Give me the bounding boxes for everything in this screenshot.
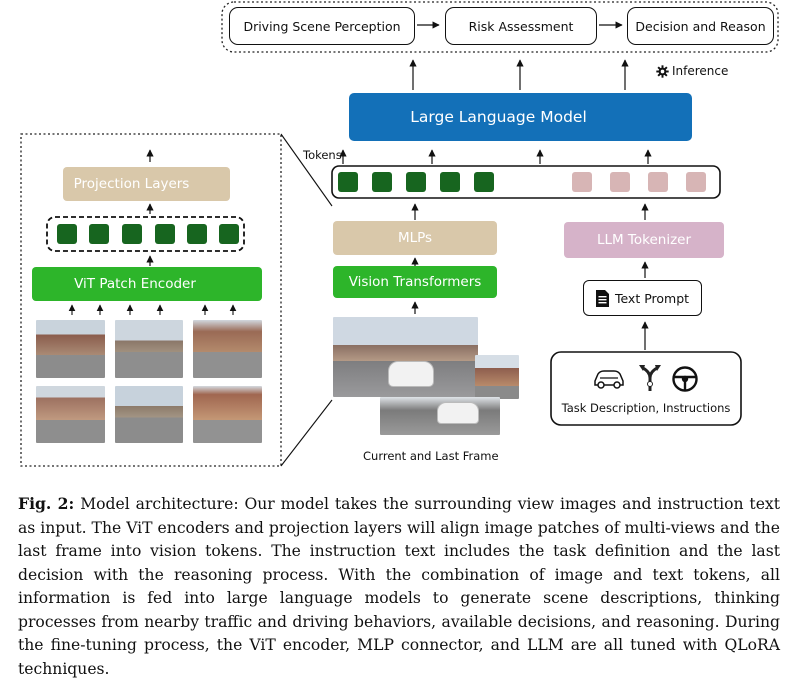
risk-assessment-box: Risk Assessment <box>445 7 597 45</box>
patch-token <box>57 224 77 244</box>
projection-layers-box: Projection Layers <box>63 167 230 201</box>
document-icon <box>595 289 609 307</box>
text-token <box>686 172 706 192</box>
route-icon <box>639 365 661 391</box>
vision-token <box>406 172 426 192</box>
inference-text: Inference <box>672 64 729 78</box>
large-language-model-box: Large Language Model <box>349 93 692 141</box>
vision-token <box>440 172 460 192</box>
car-icon <box>594 370 624 389</box>
surround-view-image <box>115 320 183 378</box>
patch-token <box>187 224 207 244</box>
text-prompt-label: Text Prompt <box>614 290 690 306</box>
patch-token <box>122 224 142 244</box>
patch-token <box>89 224 109 244</box>
vision-transformers-box: Vision Transformers <box>333 266 497 298</box>
inference-label: Inference <box>656 64 728 78</box>
patch-token <box>219 224 239 244</box>
figure-caption-text: Model architecture: Our model takes the … <box>18 495 780 678</box>
mlps-box: MLPs <box>333 221 497 255</box>
car-shape <box>437 402 479 424</box>
surround-view-image <box>193 320 262 378</box>
surround-view-image <box>36 320 105 378</box>
tokens-label: Tokens <box>303 148 342 162</box>
side-frame-image <box>475 355 519 399</box>
driving-scene-perception-box: Driving Scene Perception <box>229 7 415 45</box>
surround-view-image <box>193 386 262 443</box>
surround-view-image <box>36 386 105 443</box>
text-token <box>572 172 592 192</box>
decision-and-reason-box: Decision and Reason <box>627 7 774 45</box>
llm-label: Large Language Model <box>410 108 587 126</box>
vision-token <box>338 172 358 192</box>
frame-caption: Current and Last Frame <box>363 449 499 463</box>
gear-icon <box>656 64 669 78</box>
text-prompt-box: Text Prompt <box>583 280 702 316</box>
surround-view-image <box>115 386 183 443</box>
text-token <box>648 172 668 192</box>
patch-token <box>155 224 175 244</box>
car-shape <box>388 361 434 387</box>
text-token <box>610 172 630 192</box>
encoder-detail-border <box>20 133 282 467</box>
figure-label: Fig. 2: <box>18 494 75 513</box>
figure-caption: Fig. 2: Model architecture: Our model ta… <box>18 492 780 681</box>
task-description-label: Task Description, Instructions <box>561 401 731 415</box>
vision-token <box>474 172 494 192</box>
steering-wheel-icon <box>672 366 698 392</box>
llm-tokenizer-box: LLM Tokenizer <box>564 222 724 258</box>
vit-patch-encoder-box: ViT Patch Encoder <box>32 267 262 301</box>
vision-token <box>372 172 392 192</box>
inference-group-border <box>221 1 779 53</box>
patch-tokens-border <box>46 216 245 252</box>
